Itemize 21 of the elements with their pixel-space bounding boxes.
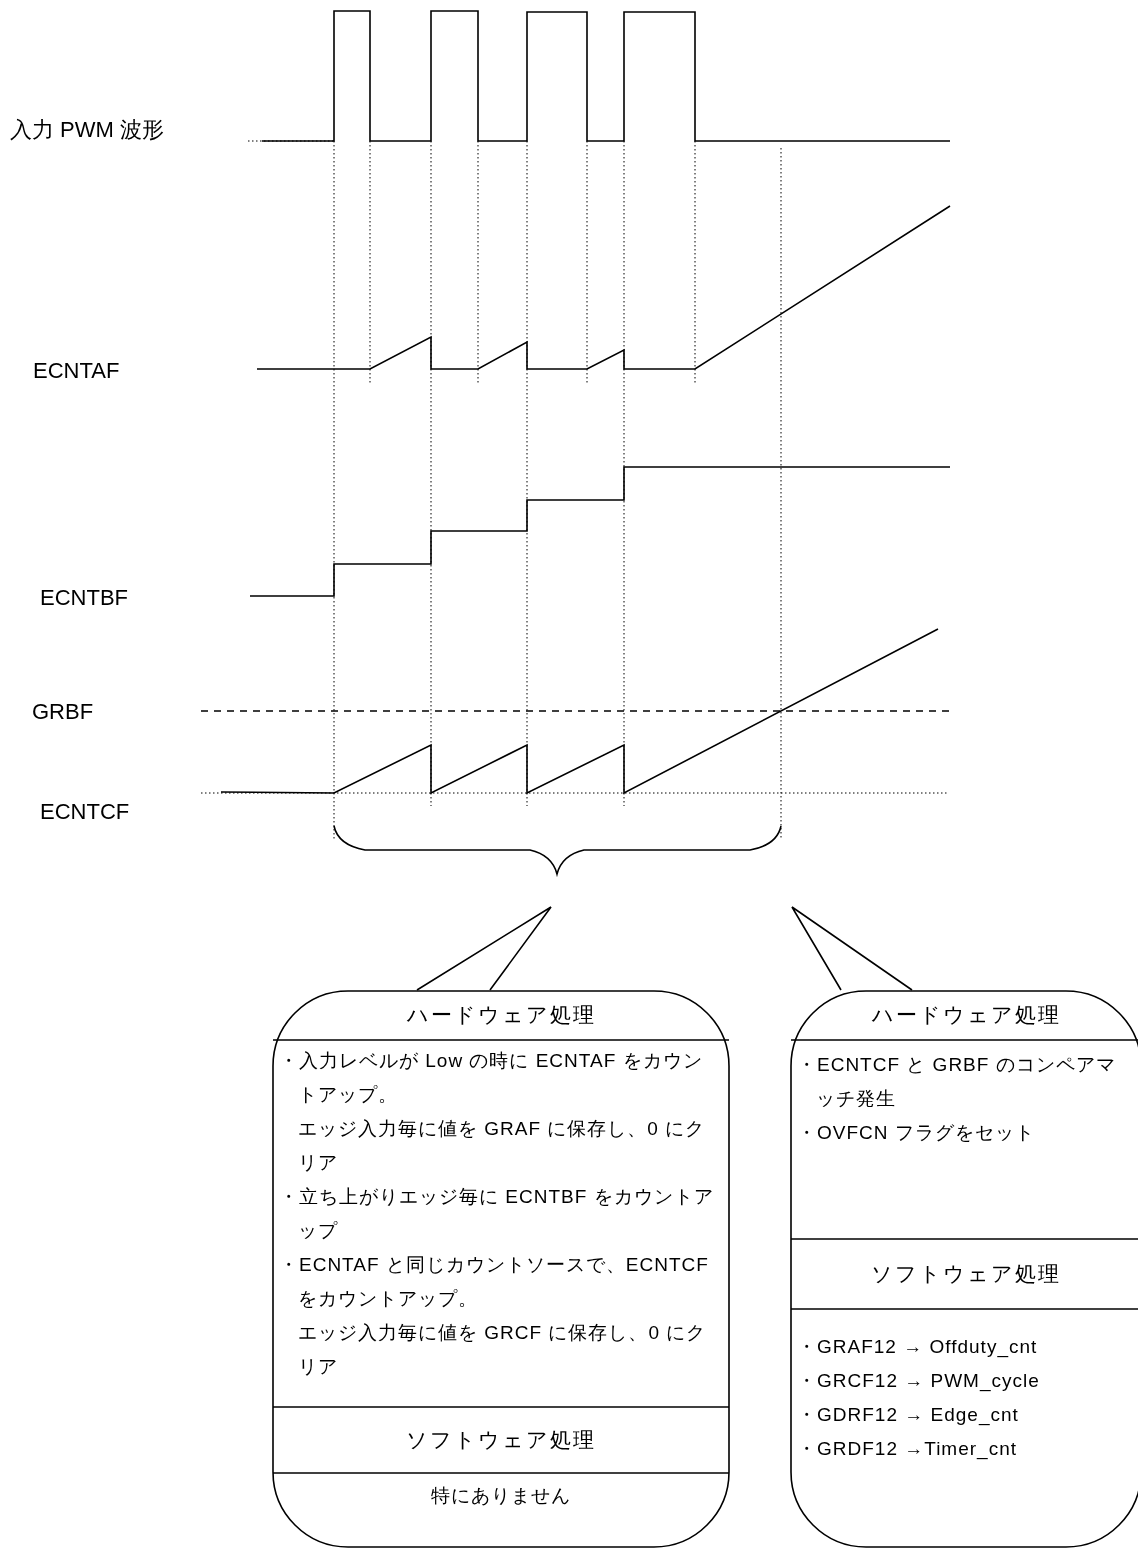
section-heading: ハードウェア処理 <box>406 1002 596 1028</box>
signal-label: GRBF <box>32 699 94 725</box>
bullet-text: ・ECNTAF と同じカウントソースで、ECNTCF をカウントアップ。 <box>278 1253 710 1311</box>
signal-label: ECNTBF <box>40 585 128 611</box>
bullet-text: ・GRAF12 → Offduty_cnt <box>796 1335 1039 1360</box>
body-text: 特にありません <box>431 1484 571 1508</box>
bullet-text: ・GRCF12 → PWM_cycle <box>796 1369 1041 1394</box>
bullet-text: ・入力レベルが Low の時に ECNTAF をカウントアップ。 <box>278 1049 704 1107</box>
bullet-text: エッジ入力毎に値を GRCF に保存し、0 にクリア <box>297 1321 708 1379</box>
section-heading: ソフトウェア処理 <box>871 1261 1061 1287</box>
signal-label: ECNTCF <box>40 799 130 825</box>
bullet-text: ・GDRF12 → Edge_cnt <box>796 1403 1020 1428</box>
bullet-text: ・ECNTCF と GRBF のコンペアマッチ発生 <box>796 1053 1117 1111</box>
signal-label: ECNTAF <box>33 358 120 384</box>
bullet-text: ・GRDF12 →Timer_cnt <box>796 1437 1018 1462</box>
bullet-text: エッジ入力毎に値を GRAF に保存し、0 にクリア <box>297 1117 707 1175</box>
section-heading: ハードウェア処理 <box>871 1002 1061 1028</box>
bullet-text: ・OVFCN フラグをセット <box>796 1121 1036 1145</box>
section-heading: ソフトウェア処理 <box>406 1427 596 1453</box>
bullet-text: ・立ち上がりエッジ毎に ECNTBF をカウントアップ <box>278 1185 715 1243</box>
signal-label: 入力 PWM 波形 <box>10 117 164 143</box>
